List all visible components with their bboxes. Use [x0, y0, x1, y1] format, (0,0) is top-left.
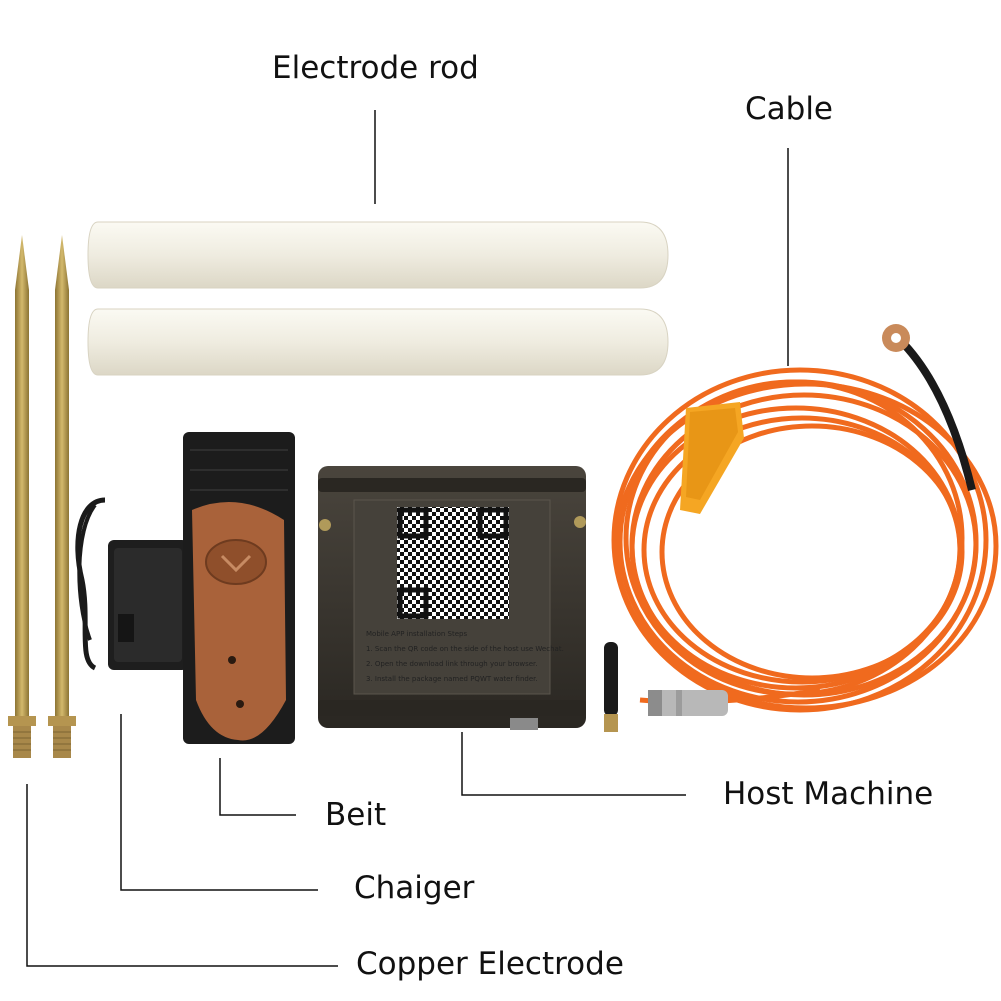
panel-step-1: 1. Scan the QR code on the side of the h…: [366, 645, 564, 653]
label-electrode-rod: Electrode rod: [272, 50, 479, 86]
label-copper-electrode: Copper Electrode: [356, 946, 624, 982]
callout-line-host-machine: [461, 732, 686, 796]
host-machine: [318, 466, 586, 730]
callout-line-charger: [120, 714, 318, 891]
label-charger: Chaiger: [354, 870, 475, 906]
electrode-rods: [87, 221, 669, 376]
electrode-rod-top: [87, 221, 669, 289]
label-belt: Beit: [325, 797, 387, 833]
callout-line-belt: [219, 758, 296, 816]
electrode-rod-bottom: [87, 308, 669, 376]
label-cable: Cable: [745, 91, 834, 127]
callout-lines: [26, 110, 789, 967]
antenna: [604, 642, 618, 732]
charger: [75, 497, 188, 671]
label-host-machine: Host Machine: [723, 776, 934, 812]
copper-electrode-left: [8, 235, 36, 758]
cable-coil: [611, 367, 999, 713]
panel-step-2: 2. Open the download link through your b…: [366, 660, 538, 668]
copper-electrodes: [8, 235, 76, 758]
cable-connector: [648, 690, 728, 716]
cable-details: [648, 324, 976, 716]
panel-title: Mobile APP installation Steps: [366, 630, 468, 638]
qr-code: [397, 507, 509, 619]
callout-line-copper-electrode: [26, 784, 338, 967]
copper-electrode-right: [48, 235, 76, 758]
panel-step-3: 3. Install the package named PQWT water …: [366, 675, 538, 683]
belt: [183, 432, 295, 744]
leather-logo: [205, 539, 267, 585]
